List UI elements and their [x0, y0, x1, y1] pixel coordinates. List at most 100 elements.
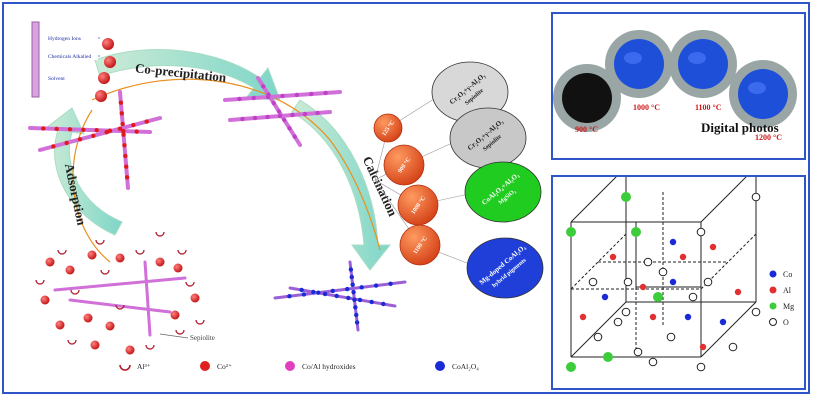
lattice-atom	[679, 253, 687, 261]
lattice-atom	[639, 283, 647, 291]
particle-dot	[265, 114, 270, 120]
particle-dot	[276, 109, 282, 114]
lattice-legend-label: Al	[783, 286, 792, 295]
photo-temperature: 1000 °C	[633, 103, 660, 112]
al-ion	[100, 269, 110, 275]
particle-dot	[119, 111, 124, 116]
al-ion	[175, 329, 185, 335]
lattice-atom	[566, 362, 576, 372]
photo-temperature: 900 °C	[575, 125, 598, 134]
co-ion	[40, 295, 50, 305]
legend-label: Co²⁺	[217, 362, 232, 371]
pigment-highlight	[688, 52, 706, 64]
lattice-legend-symbol	[769, 286, 777, 294]
lattice-atom	[623, 277, 633, 287]
particle-dot	[309, 91, 314, 97]
particle-dot	[299, 287, 304, 293]
particle-dot	[350, 282, 355, 287]
particle-dot	[287, 126, 292, 131]
lattice-atom	[633, 347, 643, 357]
particle-dot	[271, 100, 276, 106]
lattice-atom	[709, 243, 717, 251]
photos-title: Digital photos	[701, 120, 779, 135]
lattice-atom	[603, 352, 613, 362]
lattice-legend-symbol	[769, 302, 777, 310]
lattice-legend-symbol	[769, 270, 777, 278]
temperature-ball	[383, 144, 425, 186]
particle-dot	[351, 290, 356, 295]
particle-dot	[322, 291, 328, 297]
product-oval	[449, 107, 527, 169]
calcination-arrow	[291, 99, 392, 271]
particle-dot	[123, 153, 128, 159]
particle-dot	[316, 290, 321, 295]
lattice-atom	[696, 362, 706, 372]
pigment-highlight	[748, 82, 766, 94]
pigment-sample	[562, 73, 612, 123]
particle-dot	[121, 128, 126, 134]
particle-dot	[252, 115, 258, 121]
co-ion	[170, 310, 180, 320]
reagent-label: Hydrogen Ions	[48, 36, 81, 42]
product-oval	[464, 161, 542, 223]
particle-dot	[237, 96, 242, 102]
legend-label: CoAl₂O₄	[452, 362, 479, 371]
particle-dot	[294, 92, 300, 98]
lattice-atom	[609, 253, 617, 261]
lattice-atom	[658, 267, 668, 277]
lattice-atom	[588, 277, 598, 287]
adsorption-arrow	[44, 107, 123, 236]
lattice-atom	[613, 317, 623, 327]
particle-dot	[323, 90, 328, 96]
particle-dot	[67, 127, 73, 132]
particle-dot	[301, 292, 307, 297]
particle-dot	[120, 121, 125, 127]
particle-dot	[64, 140, 69, 146]
al-ion	[155, 231, 165, 237]
co-ion-dot	[95, 90, 107, 102]
product-oval	[466, 237, 544, 299]
particle-dot	[315, 110, 320, 116]
particle-dot	[381, 301, 386, 307]
particle-dot	[353, 305, 358, 310]
al-ion	[145, 344, 155, 350]
particle-dot	[277, 113, 283, 119]
particle-dot	[240, 116, 245, 122]
particle-dot	[54, 126, 59, 132]
legend-symbol	[285, 361, 295, 371]
sepiolite-pointer	[159, 333, 189, 339]
lattice-atom	[631, 227, 641, 237]
particle-dot	[107, 128, 113, 133]
particle-dot	[251, 95, 256, 101]
pigment-highlight	[624, 52, 642, 64]
co-ion	[125, 345, 135, 355]
particle-dot	[134, 129, 139, 134]
al-ion	[185, 281, 195, 287]
lattice-atom	[699, 343, 707, 351]
co-ion-dot	[102, 38, 114, 50]
particle-dot	[122, 143, 127, 148]
legend-symbol	[119, 364, 131, 371]
lattice-atom	[751, 192, 761, 202]
pigment-sample	[738, 69, 788, 119]
particle-dot	[121, 132, 126, 137]
particle-dot	[117, 126, 123, 131]
lattice-atom	[566, 227, 576, 237]
lattice-atom	[684, 313, 692, 321]
photo-temperature: 1100 °C	[695, 103, 722, 112]
particle-dot	[290, 112, 295, 118]
pigment-sample	[678, 39, 728, 89]
lattice-legend-symbol	[769, 318, 777, 326]
lattice-atom	[621, 192, 631, 202]
lattice-legend-label: Co	[783, 270, 792, 279]
particle-dot	[124, 164, 129, 169]
co-ion	[87, 250, 97, 260]
lattice-atom	[751, 307, 761, 317]
legend-label: Co/Al hydroxides	[302, 362, 356, 371]
lattice-atom	[643, 257, 653, 267]
particle-dot	[144, 119, 149, 124]
